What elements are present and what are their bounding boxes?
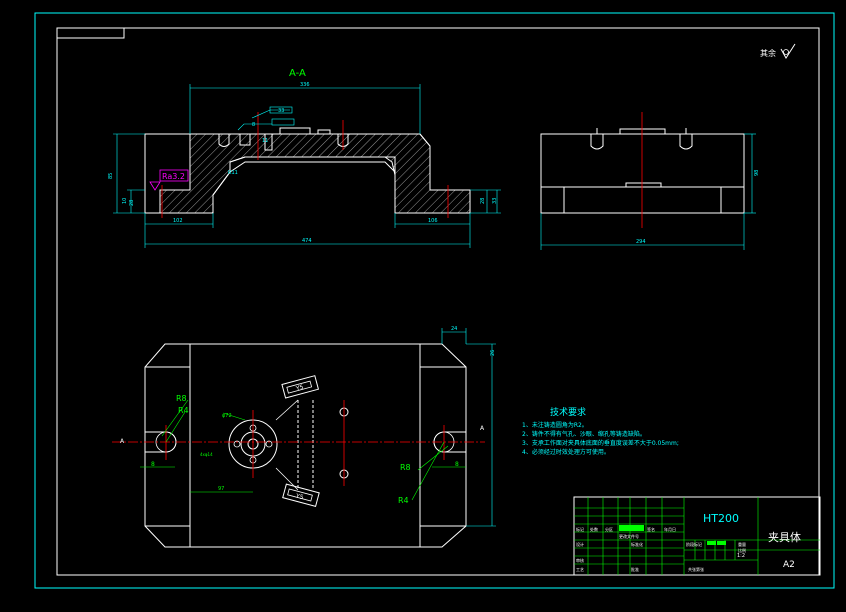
- section-view: A-A: [108, 68, 501, 248]
- section-mark-right: A: [480, 425, 485, 432]
- roughness-circle: [783, 49, 789, 55]
- dim-right-foot: 106: [428, 218, 438, 224]
- dim-slot-top: Y5: [294, 384, 304, 393]
- tb-drawing-size: A2: [783, 560, 795, 570]
- tech-requirements: 技术要求 1、未注铸造圆角为R2。 2、铸件不得有气孔、沙眼、缩孔等铸造缺陷。 …: [522, 406, 679, 456]
- plan-outline: [144, 343, 467, 548]
- plan-view: [112, 328, 496, 548]
- plan-dim-right: [441, 328, 496, 527]
- corner-note-text: 其余: [760, 48, 776, 58]
- tb-weight: 重量: [738, 541, 746, 547]
- tb-row-0: 设计: [576, 541, 584, 547]
- tb-fill-2: [707, 541, 716, 545]
- section-hatch: [159, 133, 471, 214]
- roughness-symbol-icon: [780, 43, 796, 59]
- roughness-label: Ra3.2: [162, 172, 185, 181]
- roughness-tri-icon: [149, 181, 161, 191]
- plan-arm-line-2: [275, 467, 299, 491]
- tb-col-3: 更改文件号: [619, 533, 639, 539]
- dim-top-small-a: 8: [252, 122, 255, 128]
- tech-item-1: 1、未注铸造圆角为R2。: [522, 421, 588, 429]
- tb-fill-3: [717, 541, 726, 545]
- tb-col-labels: 标记 处数 分区 更改文件号 签名 年月日: [576, 526, 676, 539]
- dim-offset-left: 97: [218, 486, 224, 492]
- tb-col-2: 分区: [605, 526, 613, 532]
- dim-radius-r11: R11: [228, 170, 238, 176]
- dim-top-length: 336: [300, 82, 310, 88]
- tb-sheet: 共张第张: [688, 566, 704, 572]
- tb-row-labels: 设计 审核 工艺 标准化 批准 阶段标记 重量 比例 共张第张: [576, 541, 746, 572]
- dim-r4-left: R4: [178, 406, 189, 415]
- side-view: [540, 128, 745, 214]
- dim-left-foot: 102: [173, 218, 183, 224]
- bolt-hole-4: [265, 440, 273, 448]
- side-height-dim: 98: [754, 170, 760, 176]
- tech-title: 技术要求: [550, 406, 586, 418]
- dim-height: 85: [108, 173, 114, 179]
- roughness-box: [159, 169, 189, 182]
- dim-circle-dia: φ72: [222, 413, 232, 419]
- outer-frame: [34, 12, 835, 589]
- plan-arm-line-1: [275, 399, 299, 421]
- plan-leaders: [140, 399, 466, 501]
- tb-part-name: 夹具体: [768, 530, 801, 544]
- dim-slot-bottom: Y5: [294, 492, 304, 501]
- plan-arm-top: [281, 375, 320, 399]
- dim-left-step: 10: [122, 198, 128, 204]
- tb-col-1: 处数: [590, 526, 598, 532]
- dim-w8-right: 8: [455, 461, 459, 468]
- dim-top-small-b: 11: [262, 138, 268, 144]
- section-inner-arch: [212, 161, 396, 213]
- bolt-hole-3: [233, 440, 241, 448]
- side-dimensions: [540, 133, 756, 250]
- section-dimensions: [113, 84, 501, 248]
- dim-top-right-b: 26: [490, 350, 496, 356]
- inner-frame: [56, 27, 820, 576]
- dim-bottom-length: 474: [302, 238, 312, 244]
- corner-roughness-note: 其余: [760, 43, 796, 59]
- tb-stage: 阶段标记: [686, 541, 702, 547]
- section-hook-left: [218, 134, 230, 147]
- tb-scale: 1:2: [737, 553, 745, 559]
- side-width-dim: 294: [636, 239, 646, 245]
- dim-r8-left: R8: [176, 394, 187, 403]
- tb-material: HT200: [703, 512, 739, 525]
- tb-mid-1: 批准: [631, 566, 639, 572]
- dim-bolt-circle: 4xφ14: [200, 452, 213, 457]
- dim-right-height: 33: [492, 198, 498, 204]
- section-top-slot: [239, 127, 331, 151]
- tb-row-2: 工艺: [576, 567, 584, 572]
- tb-row-1: 审核: [576, 557, 584, 563]
- title-block: HT200 夹具体 A2 1:2 标记 处数 分区 更改文件号 签名 年月日 设…: [573, 496, 821, 576]
- dim-top-small-c: 33: [278, 108, 284, 114]
- tb-mid-0: 标准化: [631, 541, 643, 547]
- code-box: [56, 27, 125, 39]
- title-block-grid: [574, 497, 820, 575]
- tech-item-3: 3、支承工作面对夹具体底面的垂直度误差不大于0.05mm;: [522, 439, 679, 447]
- tb-col-5: 年月日: [664, 526, 676, 532]
- tb-col-4: 签名: [647, 526, 655, 532]
- tech-item-2: 2、铸件不得有气孔、沙眼、缩孔等铸造缺陷。: [522, 430, 646, 438]
- tb-scale-label: 比例: [738, 547, 746, 553]
- dim-r4-right: R4: [398, 496, 409, 505]
- plan-arm-bottom: [282, 483, 320, 508]
- dim-w8-left: 8: [151, 461, 155, 468]
- tb-fill-1: [619, 525, 644, 531]
- tech-item-4: 4、必须经过时效处理方可使用。: [522, 448, 610, 456]
- dim-r8-right: R8: [400, 463, 411, 472]
- dim-top-right-a: 24: [451, 326, 457, 332]
- section-mark-left: A: [120, 438, 125, 445]
- dim-right-step: 28: [480, 198, 486, 204]
- dim-height-small: 28: [129, 200, 135, 206]
- section-title: A-A: [289, 68, 306, 79]
- tb-col-0: 标记: [576, 526, 584, 532]
